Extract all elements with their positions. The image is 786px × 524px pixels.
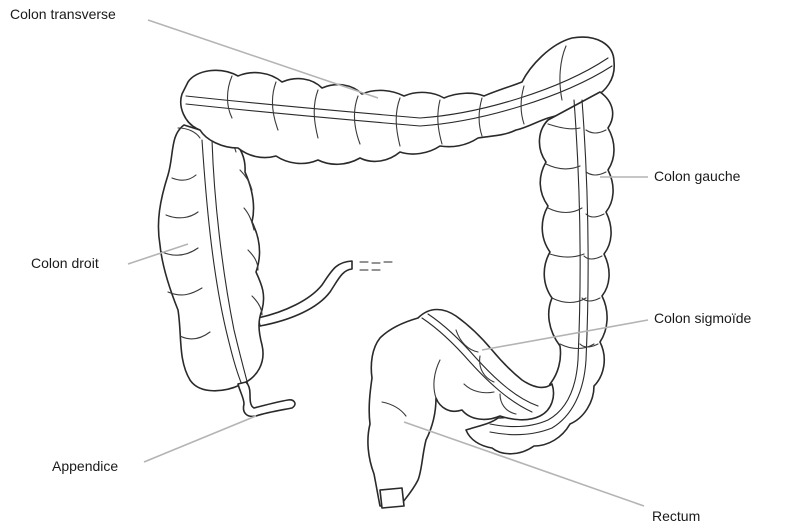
ileum [258,261,392,326]
sigmoid-and-rectum [368,310,554,509]
ascending-colon [158,125,263,391]
label-rectum: Rectum [652,508,700,524]
label-colon-sigmoide: Colon sigmoïde [654,310,751,326]
appendix [238,382,295,416]
label-colon-droit: Colon droit [31,255,99,271]
label-colon-gauche: Colon gauche [654,168,740,184]
label-colon-transverse: Colon transverse [10,6,116,22]
leader-appendice [144,416,256,462]
label-appendice: Appendice [52,458,118,474]
